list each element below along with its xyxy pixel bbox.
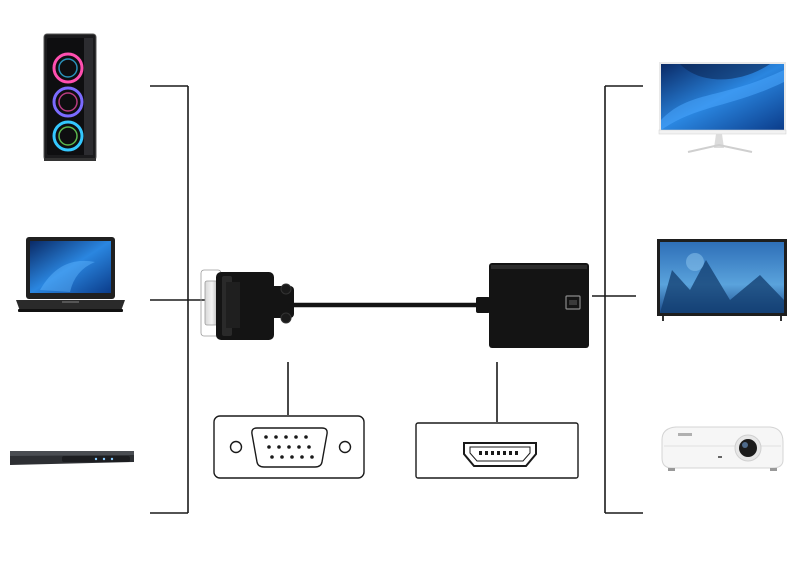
display-bracket — [592, 85, 643, 514]
tv-icon — [657, 239, 787, 321]
laptop-icon — [16, 237, 125, 312]
hdmi-female-housing-icon — [489, 263, 589, 348]
port-callout-lines — [287, 362, 498, 422]
adapter-cable — [294, 297, 490, 313]
hdmi-port-icon — [415, 422, 579, 479]
vga-male-connector-icon — [200, 269, 294, 340]
source-bracket — [150, 85, 214, 514]
pc-tower-icon — [43, 33, 97, 161]
monitor-icon — [658, 62, 787, 153]
vga-port-icon — [213, 415, 365, 479]
projector-icon — [661, 426, 784, 471]
set-top-box-icon — [10, 451, 134, 465]
